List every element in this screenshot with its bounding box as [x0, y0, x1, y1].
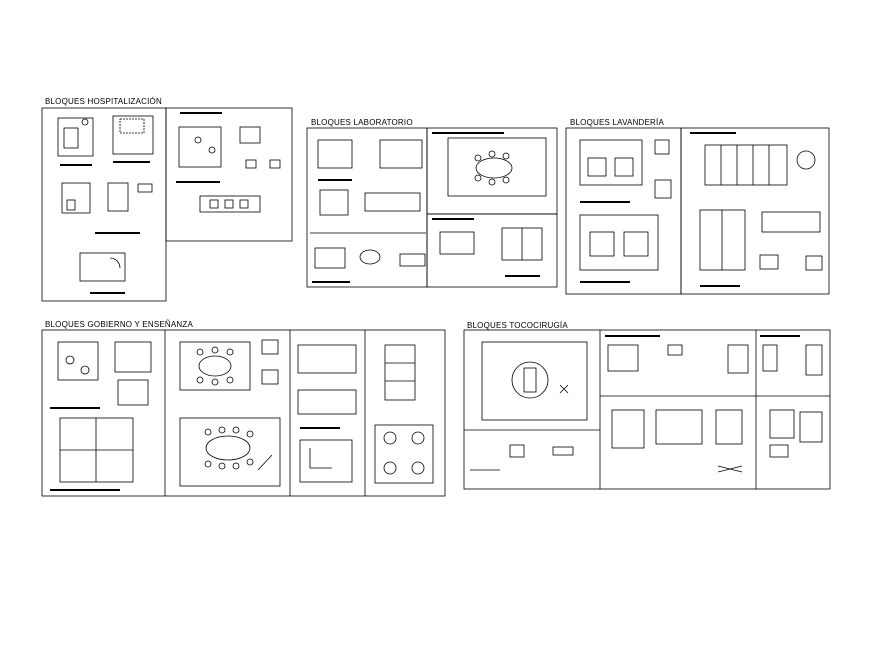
lab-counter-elevation: [364, 192, 421, 212]
hospitalizacion-block-group: [41, 107, 293, 302]
section-title-laboratorio: BLOQUES LABORATORIO: [311, 118, 413, 127]
desk-row-plan-2: [297, 389, 357, 415]
laboratorio-block-group: [306, 127, 558, 288]
table-sets-plan: [374, 424, 434, 484]
laboratorio-frame-left: [306, 127, 428, 288]
lavanderia-block-group: [565, 127, 830, 295]
tococirugia-block-group: [463, 329, 831, 490]
large-conference-table: [205, 435, 251, 461]
section-title-hospitalizacion: BLOQUES HOSPITALIZACIÓN: [45, 97, 162, 106]
shower-plan: [107, 182, 129, 212]
seating-elevation: [384, 344, 416, 401]
hospitalizacion-frame-left: [41, 107, 167, 302]
reception-plan: [299, 439, 353, 483]
gobierno-outer-frame: [41, 329, 446, 497]
lab-station-plan: [379, 139, 423, 169]
locker-elevation: [699, 209, 746, 271]
patient-room-plan: [57, 117, 94, 157]
sink-symbol: [81, 118, 89, 126]
office-desk-plan: [57, 341, 99, 381]
hospital-bed: [63, 127, 79, 149]
small-meeting-room: [179, 341, 251, 391]
section-title-tococirugia: BLOQUES TOCOCIRUGÍA: [467, 321, 568, 330]
laboratorio-frame-right-top: [426, 127, 558, 215]
lab-bench-plan: [317, 139, 353, 169]
office-plan: [178, 126, 222, 168]
tococirugia-outer-frame: [463, 329, 831, 490]
washer-elevation: [579, 139, 643, 186]
dryer-elevation: [579, 214, 659, 271]
surgical-light: [511, 361, 549, 399]
counter-elevation: [199, 195, 261, 213]
hospitalizacion-frame-right: [165, 107, 293, 242]
industrial-dryer-drum: [796, 150, 816, 170]
lavanderia-frame-left: [565, 127, 682, 295]
lavanderia-frame-right: [680, 127, 830, 295]
isolation-room-plan: [79, 252, 126, 282]
nursery-plan: [655, 409, 703, 445]
operating-room-plan: [481, 341, 588, 421]
laboratorio-frame-right-bottom: [426, 213, 558, 288]
meeting-room-plan: [447, 137, 547, 197]
conference-table: [475, 157, 513, 179]
nurse-station-plan: [112, 115, 154, 155]
bathroom-plan: [61, 182, 91, 214]
delivery-room-plan: [611, 409, 645, 449]
gobierno-block-group: [41, 329, 446, 497]
large-meeting-room: [179, 417, 281, 487]
desk-row-plan-1: [297, 344, 357, 374]
section-title-lavanderia: BLOQUES LAVANDERÍA: [570, 118, 664, 127]
cabinet-elevation: [239, 126, 261, 144]
section-title-gobierno: BLOQUES GOBIERNO Y ENSEÑANZA: [45, 320, 194, 329]
laundry-machines-row: [704, 144, 788, 186]
